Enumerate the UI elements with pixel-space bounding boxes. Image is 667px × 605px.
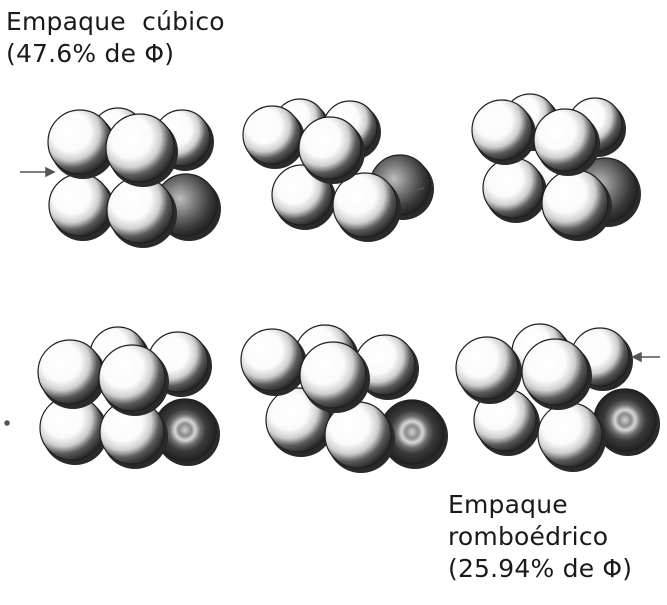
sphere (37, 339, 103, 405)
sphere (521, 338, 589, 406)
sphere (482, 157, 544, 219)
sphere (541, 169, 609, 237)
rhombohedral-packing-group-2 (240, 324, 448, 473)
sphere (299, 341, 367, 409)
rhombohedral-packing-group-3 (455, 323, 660, 472)
cubic-packing-porosity: (47.6% de Φ) (6, 39, 175, 68)
cubic-packing-group-1 (47, 107, 221, 248)
sphere (240, 328, 304, 392)
cubic-packing-label: Empaque cúbico (47.6% de Φ) (6, 6, 225, 70)
sphere (533, 108, 597, 172)
cubic-packing-title: Empaque cúbico (6, 7, 225, 36)
sphere (537, 402, 603, 468)
sphere (105, 113, 175, 183)
sphere (271, 164, 333, 226)
stray-mark-icon (4, 420, 10, 426)
rhombohedral-packing-porosity: (25.94% de Φ) (448, 554, 633, 583)
sphere (471, 99, 533, 161)
arrow-markers (4, 166, 660, 426)
sphere (332, 172, 398, 238)
sphere (98, 344, 166, 412)
arrowhead-left-icon (45, 166, 56, 178)
sphere-groups (37, 93, 660, 473)
sphere (298, 116, 362, 180)
cubic-packing-group-3 (471, 93, 641, 241)
sphere (48, 173, 112, 237)
sphere (47, 109, 113, 175)
rhombohedral-packing-title: Empaque (448, 490, 568, 519)
sphere (242, 105, 302, 165)
arrowhead-right-icon (631, 351, 642, 363)
rhombohedral-packing-group-1 (37, 326, 220, 469)
arrow-mid-icon (415, 187, 425, 191)
rhombohedral-packing-name: romboédrico (448, 522, 609, 551)
sphere (106, 176, 174, 244)
sphere (455, 336, 519, 400)
cubic-packing-group-2 (242, 98, 434, 242)
rhombohedral-packing-label: Empaque romboédrico (25.94% de Φ) (448, 489, 632, 585)
